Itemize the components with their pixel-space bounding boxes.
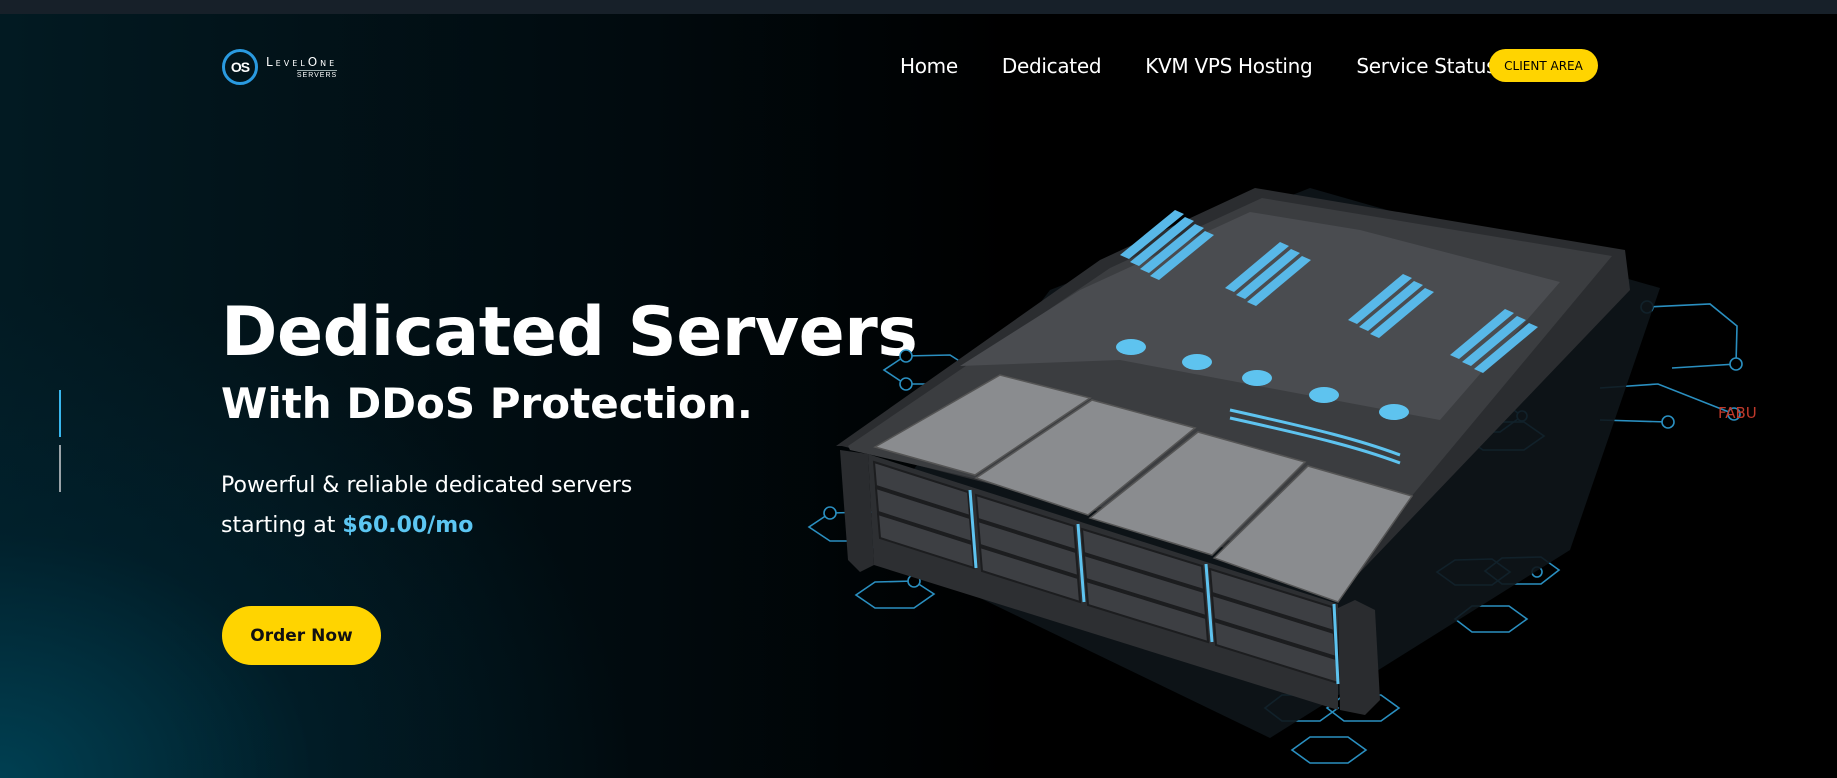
- hero-lead-line1: Powerful & reliable dedicated servers: [221, 473, 633, 498]
- site-logo[interactable]: OS LevelOne SERVERS: [222, 46, 362, 88]
- hero-price: $60.00/mo: [342, 513, 474, 538]
- hero-subtitle: With DDoS Protection.: [221, 379, 753, 428]
- server-illustration: FABU: [807, 188, 1757, 764]
- logo-name: LevelOne: [266, 54, 338, 69]
- nav-service-status[interactable]: Service Status: [1356, 54, 1497, 78]
- hero-lead-line2-prefix: starting at: [221, 513, 343, 538]
- slide-indicator[interactable]: [59, 445, 61, 492]
- slide-indicator-active[interactable]: [59, 390, 61, 437]
- hero-lead: Powerful & reliable dedicated servers sta…: [221, 466, 721, 546]
- logo-mark-icon: OS: [222, 49, 258, 85]
- logo-subtitle: SERVERS: [296, 69, 338, 79]
- client-area-button[interactable]: CLIENT AREA: [1489, 49, 1598, 82]
- svg-text:FABU: FABU: [1718, 404, 1757, 422]
- top-strip: [0, 0, 1837, 14]
- order-now-button[interactable]: Order Now: [222, 606, 381, 665]
- nav-home[interactable]: Home: [900, 54, 958, 78]
- hero-title: Dedicated Servers: [221, 293, 918, 372]
- main-nav: Home Dedicated KVM VPS Hosting Service S…: [900, 50, 1540, 82]
- nav-kvm-vps-hosting[interactable]: KVM VPS Hosting: [1145, 54, 1313, 78]
- nav-dedicated[interactable]: Dedicated: [1001, 54, 1102, 78]
